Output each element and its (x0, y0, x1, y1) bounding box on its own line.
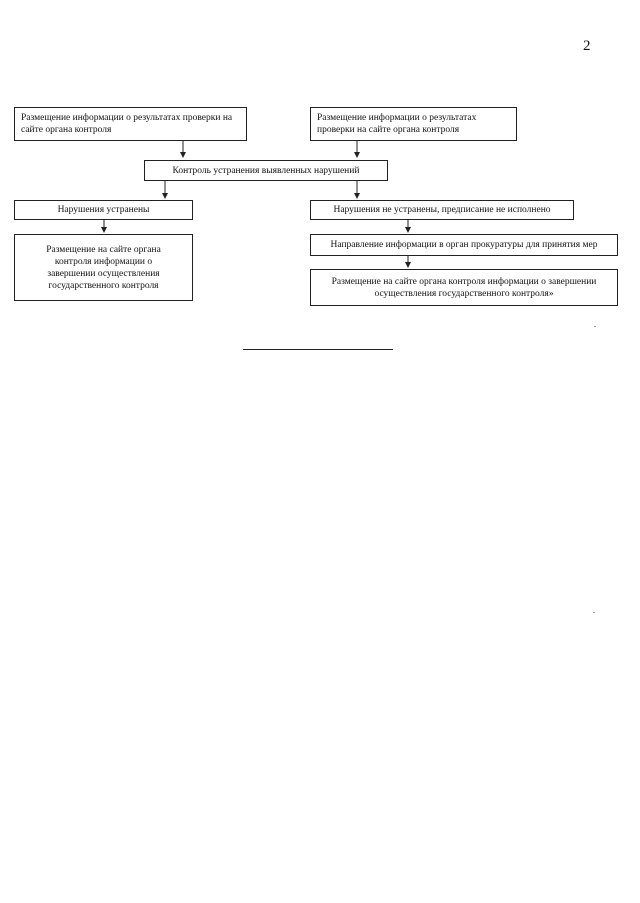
node-result-left: Размещение информации о результатах пров… (14, 107, 247, 141)
node-completion-right: Размещение на сайте органа контроля инфо… (310, 269, 618, 306)
node-prosecutor: Направление информации в орган прокурату… (310, 234, 618, 256)
node-control: Контроль устранения выявленных нарушений (144, 160, 388, 181)
node-fixed: Нарушения устранены (14, 200, 193, 220)
separator-line (243, 349, 393, 350)
scan-speck (593, 612, 595, 613)
node-not-fixed: Нарушения не устранены, предписание не и… (310, 200, 574, 220)
page-number: 2 (583, 38, 591, 54)
scan-speck (594, 326, 596, 327)
node-completion-left: Размещение на сайте органа контроля инфо… (14, 234, 193, 301)
node-result-right: Размещение информации о результатах пров… (310, 107, 517, 141)
